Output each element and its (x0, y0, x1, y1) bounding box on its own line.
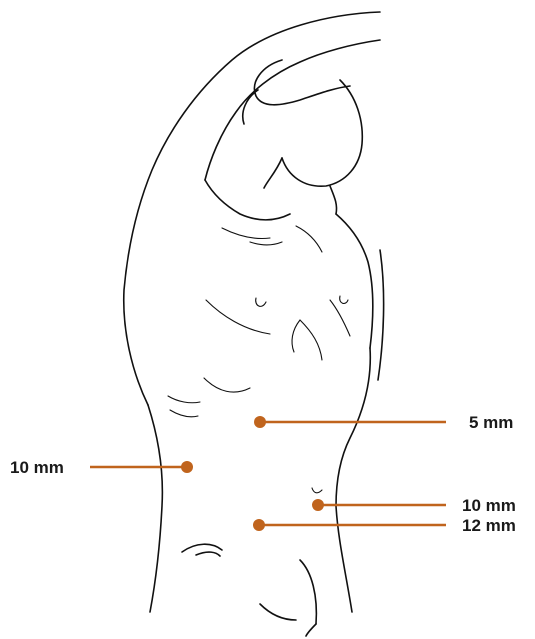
port-label-left-flank: 10 mm (10, 458, 64, 477)
port-label-umbilical: 10 mm (462, 496, 516, 515)
port-marker-umbilical: 10 mm (312, 496, 516, 515)
port-label-lower-right: 12 mm (462, 516, 516, 535)
port-dot-umbilical (312, 499, 324, 511)
port-marker-lower-right: 12 mm (253, 516, 516, 535)
port-dot-upper-right (254, 416, 266, 428)
torso-outline-drawing (124, 12, 384, 636)
port-dot-lower-right (253, 519, 265, 531)
port-marker-upper-right: 5 mm (254, 413, 513, 432)
port-dot-left-flank (181, 461, 193, 473)
port-label-upper-right: 5 mm (469, 413, 513, 432)
port-marker-left-flank: 10 mm (10, 458, 193, 477)
